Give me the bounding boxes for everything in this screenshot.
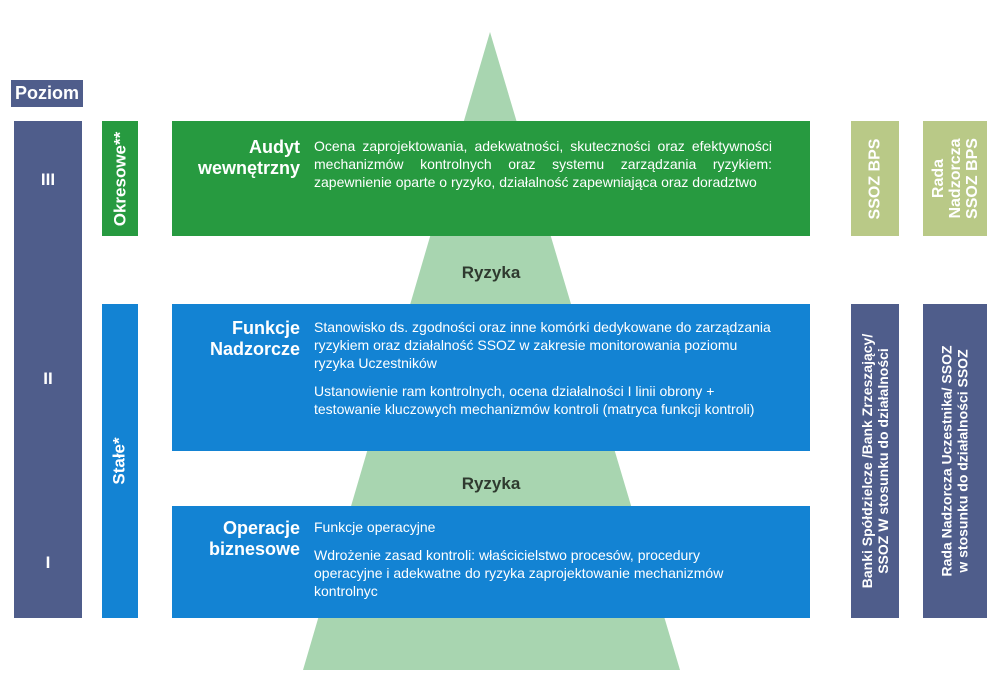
business-operations-title: Operacje biznesowe xyxy=(208,518,300,559)
level-header-label: Poziom xyxy=(14,83,79,103)
business-operations-box: Operacje biznesowe Funkcje operacyjne Wd… xyxy=(172,506,810,618)
frequency-permanent: Stałe* xyxy=(102,304,138,618)
supervisory-board-ssoz-bps-column: Rada Nadzorcza SSOZ BPS xyxy=(923,121,987,236)
ssoz-bps-column: SSOZ BPS xyxy=(851,121,899,236)
supervisory-functions-box: Funkcje Nadzorcze Stanowisko ds. zgodnoś… xyxy=(172,304,810,451)
risk-label-upper: Ryzyka xyxy=(461,263,521,282)
internal-audit-box: Audyt wewnętrzny Ocena zaprojektowania, … xyxy=(172,121,810,236)
participant-supervisory-board-column: Rada Nadzorcza Uczestnika/ SSOZ w stosun… xyxy=(923,304,987,618)
level-number-1: I xyxy=(45,553,51,572)
level-bar xyxy=(14,121,82,618)
level-number-2: II xyxy=(43,369,53,388)
risk-label-lower: Ryzyka xyxy=(461,474,521,493)
business-operations-description: Funkcje operacyjne Wdrożenie zasad kontr… xyxy=(314,519,724,599)
internal-audit-title: Audyt wewnętrzny xyxy=(197,137,300,178)
supervisory-functions-description: Stanowisko ds. zgodności oraz inne komór… xyxy=(314,319,771,417)
level-header: Poziom xyxy=(11,80,83,107)
level-number-3: III xyxy=(40,170,56,189)
frequency-permanent-label: Stałe* xyxy=(110,437,129,485)
cooperative-banks-column: Banki Spółdzielcze /Bank Zrzeszający/ SS… xyxy=(851,304,899,618)
internal-audit-description: Ocena zaprojektowania, adekwatności, sku… xyxy=(314,138,772,190)
frequency-periodic-label: Okresowe** xyxy=(110,131,129,226)
supervisory-functions-title: Funkcje Nadzorcze xyxy=(209,318,300,359)
frequency-periodic: Okresowe** xyxy=(102,121,138,236)
